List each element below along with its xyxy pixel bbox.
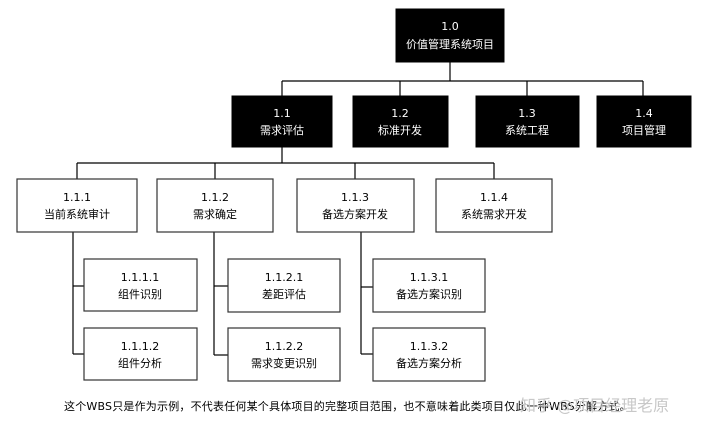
- node-code: 1.4: [635, 107, 653, 120]
- diagram-caption: 这个WBS只是作为示例，不代表任何某个具体项目的完整项目范围，也不意味着此类项目…: [64, 400, 631, 413]
- node-label: 组件分析: [118, 356, 162, 370]
- node-code: 1.1.1.2: [121, 340, 159, 353]
- wbs-node-1-4: 1.4 项目管理: [596, 95, 692, 148]
- node-code: 1.1.3.1: [410, 271, 448, 284]
- node-code: 1.1.3: [341, 191, 369, 204]
- node-code: 1.0: [441, 20, 459, 33]
- wbs-node-1-1-2-1: 1.1.2.1 差距评估: [227, 258, 341, 313]
- node-label: 需求确定: [193, 207, 237, 221]
- wbs-node-1-1: 1.1 需求评估: [231, 95, 333, 148]
- node-label: 价值管理系统项目: [406, 37, 494, 51]
- wbs-node-1-1-1-2: 1.1.1.2 组件分析: [83, 327, 198, 381]
- node-label: 系统工程: [505, 124, 549, 137]
- node-code: 1.1.2.1: [265, 271, 303, 284]
- watermark: 知乎 @项目经理老原: [520, 396, 670, 415]
- node-code: 1.1.2.2: [265, 340, 303, 353]
- wbs-node-1-2: 1.2 标准开发: [352, 95, 449, 148]
- node-code: 1.1.2: [201, 191, 229, 204]
- node-label: 备选方案识别: [396, 287, 462, 301]
- wbs-node-1-1-2-2: 1.1.2.2 需求变更识别: [227, 327, 341, 382]
- node-label: 备选方案分析: [396, 356, 462, 370]
- node-label: 标准开发: [378, 123, 422, 137]
- wbs-node-root: 1.0 价值管理系统项目: [395, 8, 505, 63]
- wbs-node-1-3: 1.3 系统工程: [475, 95, 580, 148]
- node-label: 组件识别: [118, 287, 162, 301]
- node-code: 1.1.4: [480, 191, 508, 204]
- node-label: 项目管理: [622, 123, 666, 137]
- node-code: 1.2: [391, 107, 409, 120]
- wbs-node-1-1-3-1: 1.1.3.1 备选方案识别: [372, 258, 486, 313]
- node-label: 备选方案开发: [322, 207, 388, 221]
- node-label: 需求变更识别: [251, 356, 317, 370]
- wbs-node-1-1-3: 1.1.3 备选方案开发: [296, 178, 415, 233]
- node-label: 需求评估: [260, 124, 304, 137]
- node-label: 系统需求开发: [461, 207, 527, 221]
- node-code: 1.1.3.2: [410, 340, 448, 353]
- node-code: 1.1: [273, 107, 291, 120]
- wbs-node-1-1-1-1: 1.1.1.1 组件识别: [83, 258, 198, 312]
- node-code: 1.3: [518, 107, 536, 120]
- wbs-node-1-1-3-2: 1.1.3.2 备选方案分析: [372, 327, 486, 382]
- wbs-node-1-1-4: 1.1.4 系统需求开发: [435, 178, 553, 233]
- node-code: 1.1.1: [63, 191, 91, 204]
- connectors: [72, 62, 644, 356]
- node-label: 当前系统审计: [44, 207, 110, 221]
- node-code: 1.1.1.1: [121, 271, 159, 284]
- wbs-node-1-1-2: 1.1.2 需求确定: [156, 178, 274, 233]
- node-label: 差距评估: [262, 287, 306, 301]
- wbs-node-1-1-1: 1.1.1 当前系统审计: [16, 178, 138, 233]
